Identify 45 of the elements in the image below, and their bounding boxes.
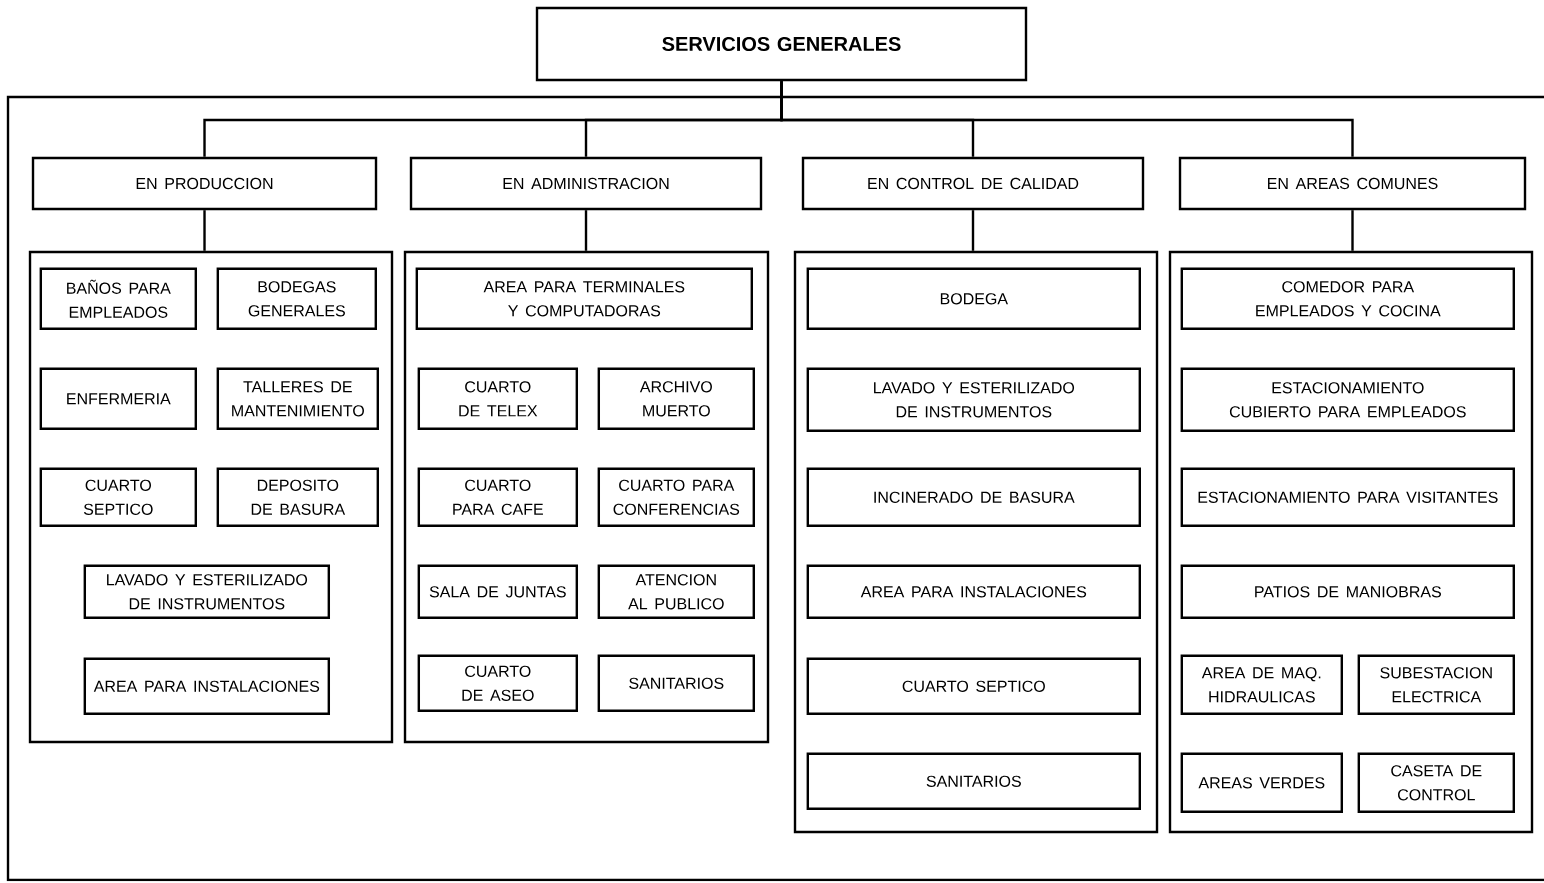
area-box: DEPOSITO DE BASURA	[216, 467, 379, 527]
area-box: SANITARIOS	[597, 654, 755, 712]
category-box: EN PRODUCCION	[31, 156, 378, 211]
area-box: CUARTO SEPTICO	[806, 657, 1141, 715]
connector-line	[1351, 210, 1354, 251]
area-box: LAVADO Y ESTERILIZADO DE INSTRUMENTOS	[806, 367, 1141, 432]
area-box: COMEDOR PARA EMPLEADOS Y COCINA	[1180, 267, 1515, 330]
area-box: CUARTO DE ASEO	[417, 654, 578, 712]
area-box: CUARTO PARA CONFERENCIAS	[597, 467, 755, 527]
group-panel	[403, 250, 770, 744]
connector-line	[203, 210, 206, 251]
category-box: EN AREAS COMUNES	[1178, 156, 1527, 211]
area-box: CUARTO PARA CAFE	[417, 467, 578, 527]
category-box: EN CONTROL DE CALIDAD	[801, 156, 1145, 211]
area-box: AREA PARA INSTALACIONES	[83, 657, 330, 715]
group-panel	[1168, 250, 1534, 834]
connector-line	[971, 210, 975, 251]
area-box: ENFERMERIA	[39, 367, 197, 430]
area-box: TALLERES DE MANTENIMIENTO	[216, 367, 379, 430]
area-box: ESTACIONAMIENTO CUBIERTO PARA EMPLEADOS	[1180, 367, 1515, 432]
area-box: AREA PARA TERMINALES Y COMPUTADORAS	[415, 267, 753, 330]
area-box: BAÑOS PARA EMPLEADOS	[39, 267, 197, 330]
connector-line	[584, 210, 588, 251]
area-box: CUARTO SEPTICO	[39, 467, 197, 527]
area-box: INCINERADO DE BASURA	[806, 467, 1141, 527]
area-box: LAVADO Y ESTERILIZADO DE INSTRUMENTOS	[83, 564, 330, 619]
group-panel	[793, 250, 1159, 834]
group-panel	[28, 250, 394, 744]
area-box: CUARTO DE TELEX	[417, 367, 578, 430]
area-box: AREA DE MAQ. HIDRAULICAS	[1180, 654, 1343, 715]
heading-box: SERVICIOS GENERALES	[535, 6, 1028, 82]
area-box: BODEGA	[806, 267, 1141, 330]
area-box: BODEGAS GENERALES	[216, 267, 377, 330]
area-box: ATENCION AL PUBLICO	[597, 564, 755, 619]
area-box: AREA PARA INSTALACIONES	[806, 564, 1141, 619]
area-box: SANITARIOS	[806, 752, 1141, 810]
category-box: EN ADMINISTRACION	[409, 156, 763, 211]
area-box: SUBESTACION ELECTRICA	[1357, 654, 1515, 715]
area-box: ARCHIVO MUERTO	[597, 367, 755, 430]
area-box: CASETA DE CONTROL	[1357, 752, 1515, 813]
area-box: ESTACIONAMIENTO PARA VISITANTES	[1180, 467, 1515, 527]
area-box: PATIOS DE MANIOBRAS	[1180, 564, 1515, 619]
connector-line	[780, 81, 1354, 157]
area-box: AREAS VERDES	[1180, 752, 1343, 813]
area-box: SALA DE JUNTAS	[417, 564, 578, 619]
